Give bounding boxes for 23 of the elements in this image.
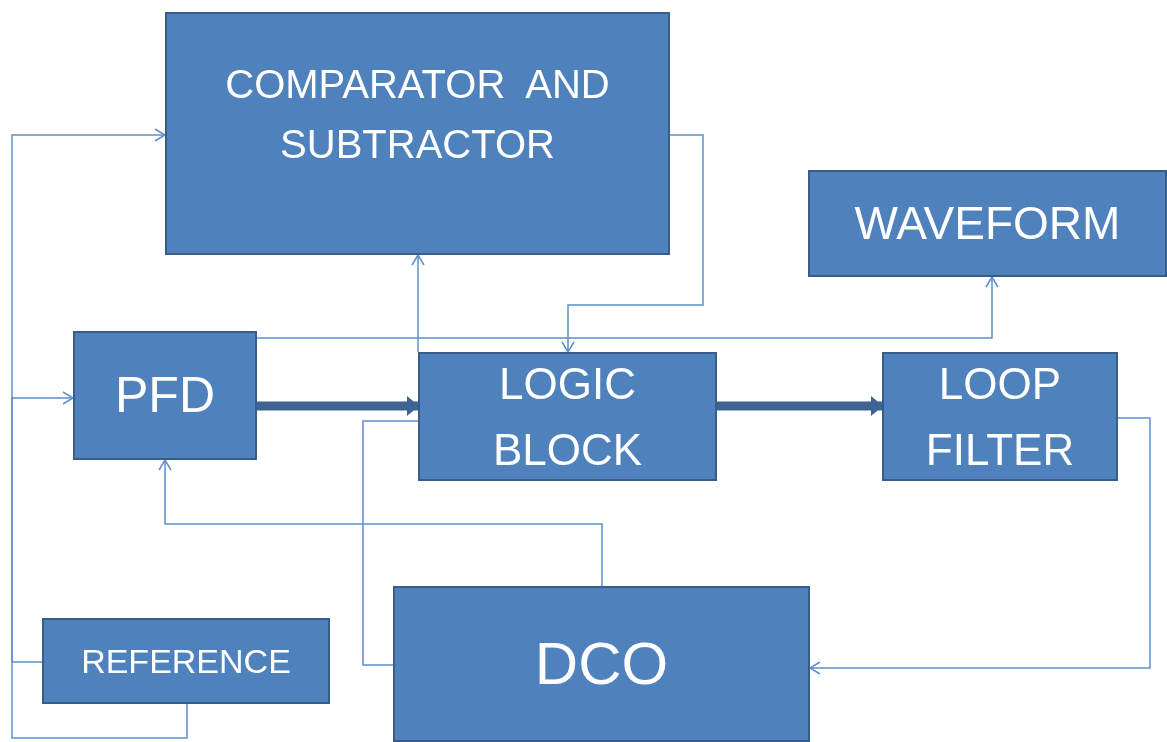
arrow [257,396,419,416]
box-label: COMPARATOR AND SUBTRACTOR [224,60,611,168]
box-label: DCO [534,629,669,699]
arrow [809,417,1151,675]
box-label: WAVEFORM [854,196,1121,251]
process-box [418,352,717,481]
arrow [158,459,603,587]
arrow [11,391,188,739]
box-label: REFERENCE [81,640,291,682]
process-box [165,12,670,255]
box-label: PFD [115,366,215,425]
process-box [73,331,257,460]
process-box [808,170,1167,277]
box-label: LOGIC BLOCK [491,357,644,476]
process-box [42,618,330,704]
arrow [11,128,166,663]
box-label: LOOP FILTER [924,357,1076,476]
process-box [393,586,810,742]
arrow [411,254,425,353]
arrow [256,276,999,339]
arrow [561,134,704,353]
process-box [882,352,1118,481]
arrow [717,396,883,416]
